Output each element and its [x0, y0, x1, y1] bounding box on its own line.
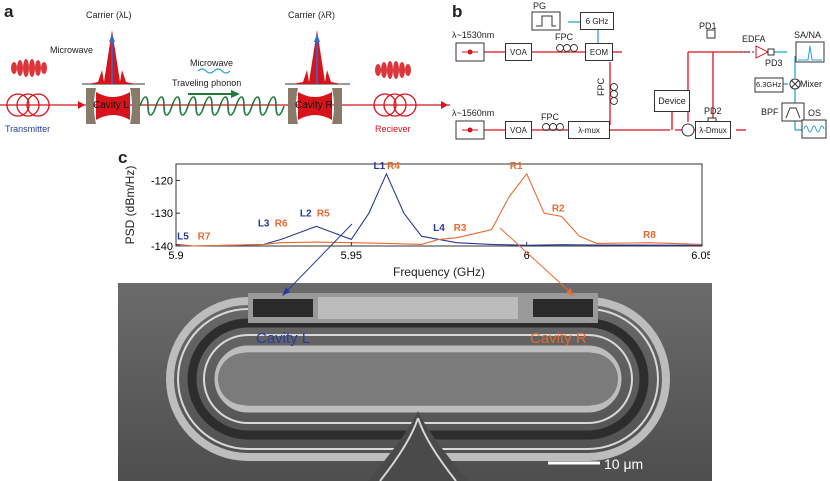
cavity-right-label: Cavity R — [295, 100, 333, 111]
edfa-icon — [755, 45, 770, 59]
scale-bar-label: 10 μm — [604, 456, 644, 472]
pd3-icon — [767, 48, 775, 56]
panel-letter-b: b — [452, 2, 463, 21]
fpc1-label: FPC — [555, 32, 573, 42]
y-tick-label: -120 — [151, 175, 173, 187]
ghz63-label: 6.3GHz — [756, 80, 782, 89]
bpf-icon — [781, 102, 805, 122]
laser-1560-label: λ~1560nm — [452, 108, 495, 118]
left-fiber-loop-icon — [6, 93, 50, 117]
ghz6-source-box: 6 GHz — [580, 12, 614, 30]
peak-label-l2: L2 — [300, 208, 312, 219]
circulator-icon — [681, 123, 695, 137]
cavity-right-icon — [288, 88, 342, 124]
eom-box: EOM — [585, 43, 613, 61]
voa1-box: VOA — [505, 43, 532, 61]
left-wavepacket-icon — [11, 59, 47, 77]
right-carrier-spectrum — [285, 30, 350, 85]
sana-label: SA/NA — [794, 30, 822, 40]
cavity-right-region — [533, 299, 593, 317]
psd-series-1 — [175, 172, 703, 247]
cavity-left-icon — [86, 88, 140, 124]
spectrum-analyzer-icon — [795, 41, 825, 63]
phonon-direction-arrow — [231, 90, 240, 98]
peak-label-l5: L5 — [177, 231, 189, 242]
peak-label-l3: L3 — [258, 218, 270, 229]
peak-label-r7: R7 — [198, 231, 211, 242]
right-wavepacket-icon — [375, 61, 411, 79]
fpc2-label: FPC — [541, 112, 559, 122]
panel-a-schematic — [0, 30, 450, 124]
peak-label-r8: R8 — [643, 230, 656, 241]
panel-letter-a: a — [4, 2, 14, 21]
pd2-label: PD2 — [704, 106, 722, 116]
panel-letter-c: c — [118, 148, 128, 167]
peak-label-l1: L1 — [374, 161, 386, 172]
mixer-label: Mixer — [800, 79, 822, 89]
plot-frame — [175, 163, 703, 247]
panel-b-setup — [455, 11, 827, 140]
receiver-label: Reciever — [375, 124, 411, 134]
phonon-waveguide-spring — [139, 96, 285, 116]
left-carrier-spectrum — [82, 30, 145, 85]
lambda-dmux-box: λ-Dmux — [695, 121, 731, 139]
local-oscillator-icon — [754, 77, 784, 93]
microwave-label: Microwave — [50, 45, 94, 55]
oscilloscope-icon — [801, 119, 827, 139]
y-tick-label: -130 — [151, 208, 173, 220]
peak-label-r5: R5 — [317, 208, 330, 219]
peak-label-l4: L4 — [433, 223, 445, 234]
peak-label-r3: R3 — [454, 223, 467, 234]
fpc-vertical-label: FPC — [596, 78, 606, 96]
peak-label-r4: R4 — [387, 161, 400, 172]
device-box: Device — [654, 90, 690, 112]
x-tick-label: 5.95 — [341, 250, 362, 262]
carrier-left-label: Carrier (λL) — [86, 10, 132, 20]
y-tick-label: -140 — [151, 241, 173, 253]
microwave-middle-label: Microwave — [190, 58, 234, 68]
pg-label: PG — [533, 1, 547, 11]
pulse-generator-icon — [531, 11, 561, 31]
x-tick-label: 6 — [524, 250, 530, 262]
sem-cavity-right-label: Cavity R — [530, 330, 587, 347]
transmitter-label: Transmitter — [5, 124, 51, 134]
voa2-box: VOA — [505, 121, 532, 139]
sem-device-graphic — [118, 283, 712, 481]
peak-label-r1: R1 — [510, 161, 523, 172]
carrier-right-label: Carrier (λR) — [288, 10, 335, 20]
fpc-loop-icon — [542, 44, 618, 131]
right-fiber-loop-icon — [373, 93, 417, 117]
peak-label-r6: R6 — [275, 218, 288, 229]
microwave-wave-icon — [197, 68, 231, 74]
peak-label-r2: R2 — [552, 204, 565, 215]
pd1-icon — [706, 29, 716, 39]
os-label: OS — [808, 108, 822, 118]
edfa-label: EDFA — [742, 34, 766, 44]
x-axis-label: Frequency (GHz) — [393, 265, 485, 279]
pd1-label: PD1 — [699, 21, 717, 31]
x-tick-label: 5.9 — [168, 250, 183, 262]
traveling-phonon-label: Traveling phonon — [172, 78, 242, 88]
cavity-left-label: Cavity L — [93, 100, 130, 111]
x-tick-label: 6.05 — [691, 250, 710, 262]
sem-image — [118, 283, 712, 481]
sem-cavity-left-label: Cavity L — [256, 330, 311, 347]
bpf-label: BPF — [761, 107, 779, 117]
y-axis-label: PSD (dBm/Hz) — [123, 166, 137, 245]
pd3-label: PD3 — [765, 58, 783, 68]
lambda-mux-box: λ-mux — [568, 121, 610, 139]
cavity-left-region — [253, 299, 313, 317]
laser-1530-label: λ~1530nm — [452, 30, 495, 40]
